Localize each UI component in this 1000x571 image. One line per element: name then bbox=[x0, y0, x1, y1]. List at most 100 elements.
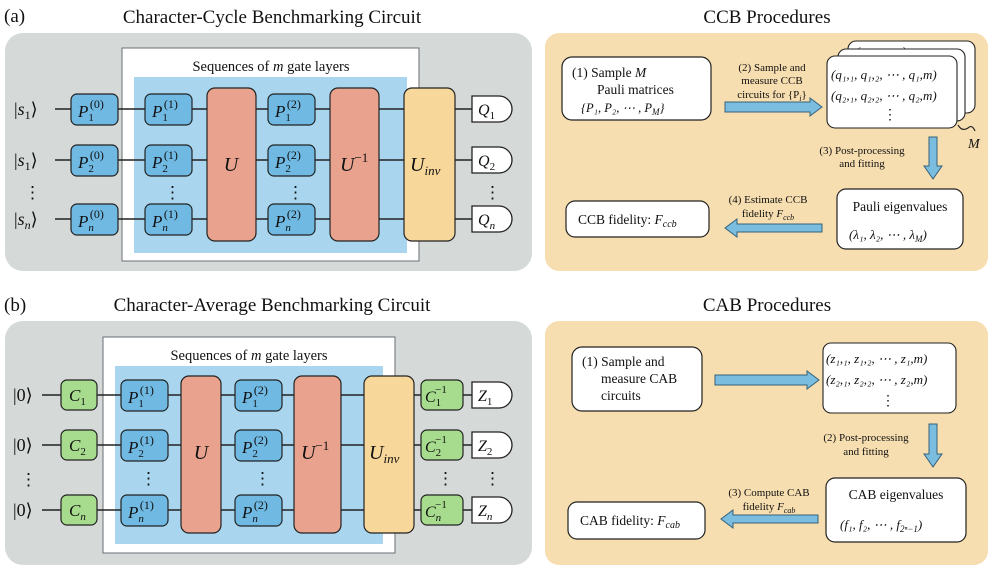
pauli-gate bbox=[120, 494, 169, 527]
pauli-gate-label: P2(2) bbox=[241, 433, 268, 460]
ccb-step1-line3: {P₁, P₂, ⋯ , PM} bbox=[581, 101, 664, 117]
panel-a-measurements: Q1 Q2 Qn ⋮ bbox=[471, 95, 513, 233]
pauli-gate bbox=[120, 429, 169, 462]
clifford-gate bbox=[60, 379, 98, 411]
ccb-data-row1: (q₁,₁, q₁,₂, ⋯ , q₁,m) bbox=[831, 67, 937, 82]
pauli-gate-label: P2(1) bbox=[151, 148, 178, 175]
clifford-gate bbox=[60, 429, 98, 461]
vertical-dots: ⋮ bbox=[437, 469, 454, 488]
vertical-dots: ⋮ bbox=[881, 394, 895, 409]
panel-a-sequence-title: Sequences of m gate layers bbox=[192, 59, 349, 75]
ccb-arrow-left bbox=[724, 218, 823, 238]
ccb-step4-line2: fidelity Fccb bbox=[742, 208, 794, 222]
pauli-gate bbox=[144, 144, 193, 177]
ccb-data-card-front bbox=[826, 55, 958, 129]
inversion-gate bbox=[363, 375, 415, 534]
inverse-gate-label: U−1 bbox=[340, 150, 368, 176]
measurement-label: Q1 bbox=[478, 102, 495, 122]
pauli-gate bbox=[267, 203, 316, 236]
pauli-gate-label: Pn(1) bbox=[127, 498, 154, 525]
ccb-step2-line3: circuits for {Pi} bbox=[737, 89, 807, 103]
unitary-gate-u bbox=[206, 87, 257, 242]
cab-eigen-box bbox=[825, 477, 967, 543]
ccb-m-label: M bbox=[967, 137, 981, 152]
pauli-gate-label: P1(1) bbox=[151, 97, 178, 124]
inversion-gate-label: Uinv bbox=[410, 154, 441, 178]
ccb-fidelity-box bbox=[565, 200, 710, 238]
clifford-gate bbox=[60, 494, 98, 526]
vertical-dots: ⋮ bbox=[254, 469, 271, 488]
brace-icon bbox=[957, 124, 976, 132]
panel-a-states: |s1⟩ |s1⟩ |sn⟩ ⋮ bbox=[14, 99, 41, 232]
cab-step1-box bbox=[571, 346, 703, 412]
pauli-gate bbox=[70, 93, 119, 126]
vertical-dots: ⋮ bbox=[883, 108, 897, 123]
pauli-gate bbox=[70, 144, 119, 177]
inverse-clifford-label: C2−1 bbox=[425, 434, 447, 459]
measurement-gate bbox=[471, 496, 513, 524]
measurement-label: Zn bbox=[478, 503, 493, 523]
panel-b-states: |0⟩ |0⟩ |0⟩ ⋮ bbox=[13, 385, 37, 520]
ccb-step1-line2: Pauli matrices bbox=[597, 82, 674, 97]
ccb-step4-line1: (4) Estimate CCB bbox=[729, 194, 808, 206]
pauli-gate-label: Pn(2) bbox=[241, 498, 268, 525]
panel-a-p1-column: P1(1) P2(1) Pn(1) ⋮ bbox=[144, 93, 193, 236]
pauli-gate-label: P1(1) bbox=[127, 383, 154, 410]
measurement-gate bbox=[471, 95, 513, 123]
clifford-gate-label: C1 bbox=[69, 386, 86, 408]
pauli-gate bbox=[267, 93, 316, 126]
cab-step1-line2: measure CAB bbox=[601, 371, 677, 386]
cab-title: CAB Procedures bbox=[703, 295, 831, 316]
inversion-gate bbox=[403, 87, 456, 242]
measurement-label: Q2 bbox=[478, 153, 495, 173]
clifford-gate-label: Cn bbox=[69, 501, 86, 523]
panel-b-measurements: Z1 Z2 Zn ⋮ bbox=[471, 381, 513, 524]
unitary-gate-u-label: U bbox=[194, 442, 210, 464]
cab-fidelity-label: CAB fidelity: Fcab bbox=[580, 513, 680, 531]
state-ket: |0⟩ bbox=[13, 385, 33, 405]
pauli-gate-label: Pn(0) bbox=[77, 207, 104, 234]
cab-step3-line2: fidelity Fcab bbox=[743, 501, 796, 515]
cab-arrow-left bbox=[720, 509, 819, 529]
pauli-gate-label: P2(1) bbox=[127, 433, 154, 460]
pauli-gate-label: P2(0) bbox=[77, 148, 104, 175]
measurement-label: Z1 bbox=[478, 388, 492, 408]
pauli-gate bbox=[70, 203, 119, 236]
vertical-dots: ⋮ bbox=[484, 183, 501, 202]
ccb-step1-line1: (1) Sample M bbox=[572, 65, 647, 80]
inverse-clifford-gate bbox=[420, 379, 464, 411]
pauli-gate bbox=[144, 203, 193, 236]
pauli-gate bbox=[234, 494, 283, 527]
pauli-gate-label: P1(2) bbox=[241, 383, 268, 410]
panel-b-circuit-title: Character-Average Benchmarking Circuit bbox=[114, 295, 432, 316]
cab-arrow-right bbox=[714, 370, 820, 390]
cab-data-row1: (z₁,₁, z₁,₂, ⋯ , z₁,m) bbox=[826, 351, 927, 366]
pauli-gate bbox=[234, 379, 283, 412]
cab-step2-line1: (2) Post-processing bbox=[823, 432, 909, 444]
pauli-gate bbox=[144, 93, 193, 126]
ccb-arrow-right bbox=[724, 97, 823, 117]
inverse-gate-label: U−1 bbox=[301, 438, 329, 464]
cab-step3-line1: (3) Compute CAB bbox=[728, 487, 809, 499]
pauli-gate-label: Pn(1) bbox=[151, 207, 178, 234]
panel-a-circuit-title: Character-Cycle Benchmarking Circuit bbox=[123, 7, 422, 28]
pauli-gate-label: Pn(2) bbox=[274, 207, 301, 234]
panel-a-label: (a) bbox=[4, 6, 25, 27]
state-ket: |0⟩ bbox=[13, 435, 33, 455]
vertical-dots: ⋮ bbox=[140, 469, 157, 488]
pauli-gate-label: P1(2) bbox=[274, 97, 301, 124]
inverse-clifford-label: Cn−1 bbox=[425, 499, 447, 524]
panel-b-label: (b) bbox=[4, 295, 26, 316]
cab-step2-line2: and fitting bbox=[843, 446, 889, 458]
measurement-gate bbox=[471, 146, 513, 174]
inverse-clifford-label: C1−1 bbox=[425, 384, 447, 409]
panel-b-p1-column: P1(1) P2(1) Pn(1) ⋮ bbox=[120, 379, 169, 527]
measurement-gate bbox=[471, 381, 513, 409]
ccb-step1-box bbox=[561, 56, 712, 121]
panel-a-p0-column: P1(0) P2(0) Pn(0) bbox=[70, 93, 119, 236]
pauli-gate bbox=[120, 379, 169, 412]
pauli-gate-label: P2(2) bbox=[274, 148, 301, 175]
inverse-gate bbox=[293, 375, 342, 534]
